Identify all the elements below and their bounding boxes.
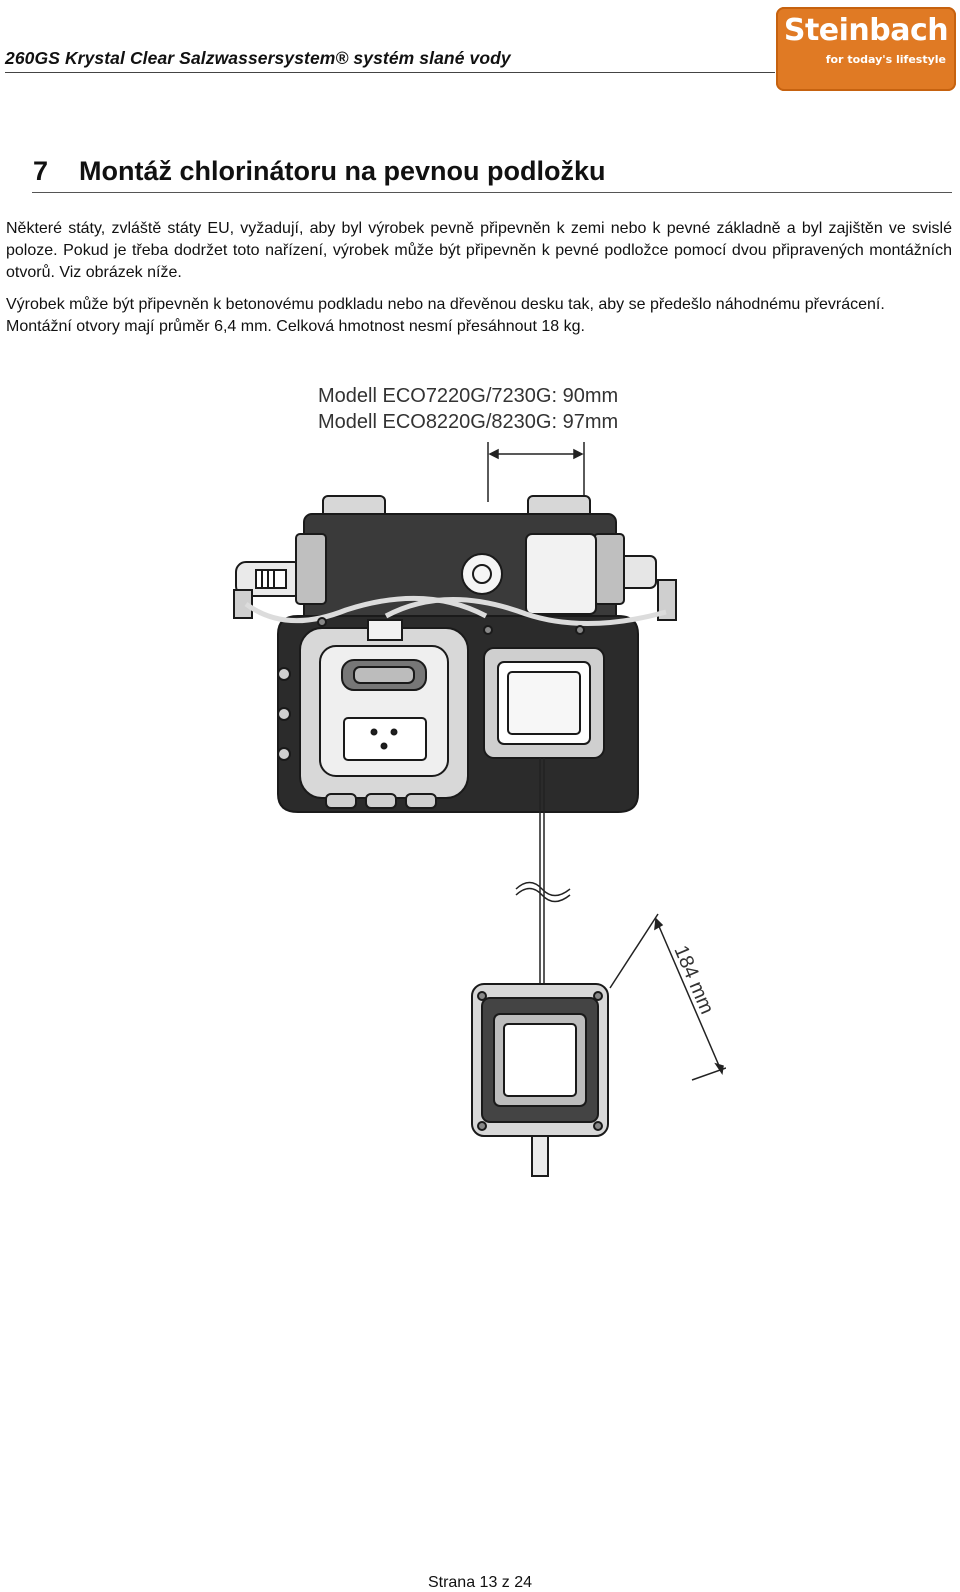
header-divider (5, 72, 775, 73)
sensor-cable (515, 758, 571, 984)
model-label-2: Modell ECO8220G/8230G: 97mm (318, 411, 618, 433)
logo-tagline: for today's lifestyle (825, 53, 946, 66)
section-heading: 7 Montáž chlorinátoru na pevnou podložku (33, 156, 606, 187)
chlorinator-main-unit (233, 495, 677, 813)
section-divider (32, 192, 952, 193)
document-header-title: 260GS Krystal Clear Salzwassersystem® sy… (5, 48, 511, 68)
paragraph-mounting: Výrobek může být připevněn k betonovému … (6, 296, 885, 335)
section-title: Montáž chlorinátoru na pevnou podložku (79, 156, 606, 186)
model-label-1: Modell ECO7220G/7230G: 90mm (318, 385, 618, 407)
section-number: 7 (33, 156, 49, 186)
logo-brand-name: Steinbach (783, 13, 949, 48)
diagonal-dimension-arrow (609, 913, 726, 1081)
diagonal-dimension-label: 184 mm (669, 942, 717, 1017)
paragraph-requirements: Některé státy, zvláště státy EU, vyžaduj… (6, 220, 952, 281)
top-dimension-arrow (487, 442, 585, 502)
chlorinator-mounting-diagram: Modell ECO7220G/7230G: 90mm Modell ECO82… (226, 384, 726, 1204)
remote-cell-unit (471, 983, 609, 1177)
steinbach-logo: Steinbach for today's lifestyle (776, 7, 956, 91)
page-footer: Strana 13 z 24 (427, 1574, 533, 1591)
